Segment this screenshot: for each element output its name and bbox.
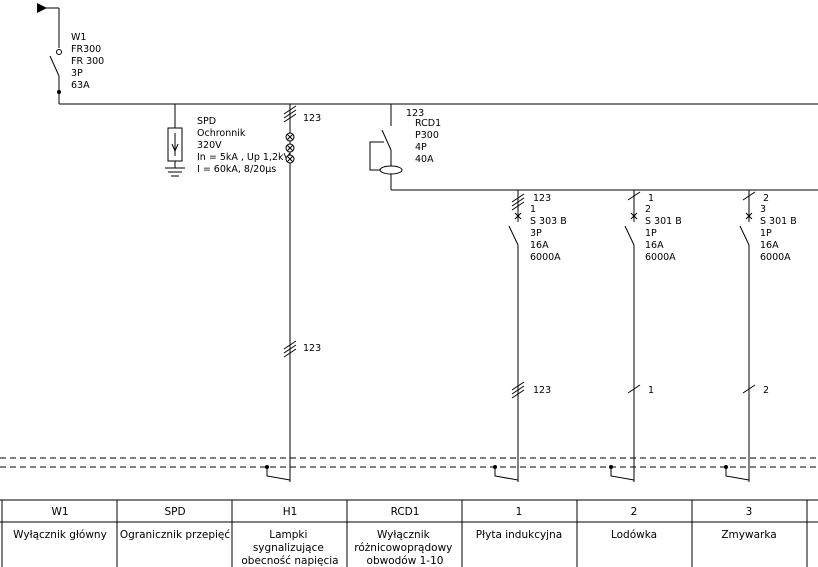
rail-tap-icon: [265, 465, 750, 481]
rcd1-line: RCD1: [415, 118, 441, 129]
table-desc-cell: Wyłącznik różnicowoprądowy obwodów 1-10: [354, 529, 455, 567]
breaker-line: 1P: [645, 228, 657, 239]
rcd1-line: 4P: [415, 142, 427, 153]
table-desc-line: obwodów 1-10: [367, 555, 444, 567]
table-desc-cell: Płyta indukcyjna: [476, 529, 562, 541]
breaker-line: 2: [645, 204, 651, 215]
rcd1-line: P300: [415, 130, 439, 141]
table-desc-cell: Lampki sygnalizujące obecność napięcia: [241, 529, 338, 567]
table-id-cell: SPD: [164, 506, 185, 518]
breaker-line: S 301 B: [760, 216, 797, 227]
breaker-circuit-1[interactable]: [508, 190, 525, 482]
h1-indicator-lamps[interactable]: [283, 104, 297, 482]
breaker-2-top-phase: 1: [648, 193, 654, 204]
table-id-cell: RCD1: [391, 506, 420, 518]
rcd1-residual-current-device[interactable]: [369, 104, 818, 191]
table-id-cell: H1: [283, 506, 298, 518]
table-id-cell: W1: [51, 506, 68, 518]
h1-top-phase: 123: [303, 113, 321, 124]
breaker-line: 3: [760, 204, 766, 215]
phase-marks-icon: [283, 340, 297, 358]
breaker-3-bottom-phase: 2: [763, 385, 769, 396]
table-desc-line: obecność napięcia: [241, 555, 338, 567]
breaker-1-top-phase: 123: [533, 193, 551, 204]
rcd1-label: RCD1 P300 4P 40A: [415, 118, 444, 165]
breaker-line: 6000A: [760, 252, 791, 263]
table-desc-cell: Wyłącznik główny: [13, 529, 107, 541]
breaker-line: 3P: [530, 228, 542, 239]
breaker-circuit-2[interactable]: [624, 190, 641, 482]
w1-line: 63A: [71, 80, 90, 91]
breaker-1-bottom-phase: 123: [533, 385, 551, 396]
lamp-icon: [285, 132, 295, 164]
breaker-line: 16A: [530, 240, 549, 251]
table-id-cell: 1: [516, 506, 523, 518]
w1-line: W1: [71, 32, 86, 43]
breaker-line: 16A: [645, 240, 664, 251]
table-desc-line: Wyłącznik: [377, 529, 431, 541]
spd-line: 320V: [197, 140, 222, 151]
h1-mid-phase: 123: [303, 343, 321, 354]
breaker-2-label: 2 S 301 B 1P 16A 6000A: [645, 204, 685, 263]
breaker-line: 16A: [760, 240, 779, 251]
table-desc-cell: Ogranicznik przepięć: [120, 529, 231, 541]
w1-line: FR300: [71, 44, 101, 55]
spd-line: In = 5kA , Up 1,2kV: [197, 152, 291, 163]
table-desc-line: Lampki: [269, 529, 307, 541]
breaker-3-top-phase: 2: [763, 193, 769, 204]
supply-flag-icon: [37, 3, 59, 13]
breaker-1-label: 1 S 303 B 3P 16A 6000A: [530, 204, 570, 263]
breaker-2-bottom-phase: 1: [648, 385, 654, 396]
w1-label: W1 FR300 FR 300 3P 63A: [71, 32, 107, 91]
breaker-line: 6000A: [530, 252, 561, 263]
breaker-3-label: 3 S 301 B 1P 16A 6000A: [760, 204, 800, 263]
table-id-cell: 3: [746, 506, 753, 518]
spd-label: SPD Ochronnik 320V In = 5kA , Up 1,2kV I…: [197, 116, 293, 175]
breaker-line: S 303 B: [530, 216, 567, 227]
legend-table: [0, 499, 818, 567]
phase-marks-icon: [283, 105, 297, 123]
spd-line: Ochronnik: [197, 128, 246, 139]
breaker-circuit-3[interactable]: [739, 190, 756, 482]
table-id-cell: 2: [631, 506, 638, 518]
w1-line: 3P: [71, 68, 83, 79]
w1-line: FR 300: [71, 56, 104, 67]
table-desc-cell: Lodówka: [611, 529, 657, 541]
table-desc-cell: Zmywarka: [721, 529, 776, 541]
breaker-line: S 301 B: [645, 216, 682, 227]
table-desc-line: różnicowoprądowy: [354, 542, 452, 554]
rcd1-phase: 123: [406, 108, 424, 119]
spd-line: I = 60kA, 8/20µs: [197, 164, 276, 175]
breaker-line: 1P: [760, 228, 772, 239]
breaker-line: 1: [530, 204, 536, 215]
spd-line: SPD: [197, 116, 216, 127]
breaker-line: 6000A: [645, 252, 676, 263]
main-switch-w1[interactable]: [49, 8, 62, 104]
table-desc-line: sygnalizujące: [253, 542, 324, 554]
rcd1-line: 40A: [415, 154, 434, 165]
spd-surge-arrester[interactable]: [165, 104, 185, 177]
